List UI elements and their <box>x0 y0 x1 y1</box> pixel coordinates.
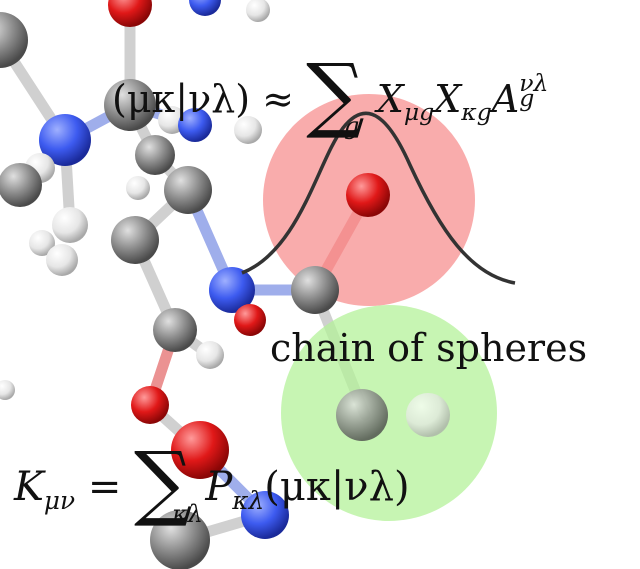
nitrogen-atom <box>241 491 289 539</box>
oxygen-atom <box>108 0 152 27</box>
nitrogen-atom <box>178 108 212 142</box>
carbon-atom <box>0 12 28 68</box>
term-symbol: X <box>434 77 462 121</box>
carbon-atom <box>150 510 210 569</box>
sphere-atoms <box>291 173 450 441</box>
term-symbol: X <box>376 77 404 121</box>
term-subscript: μg <box>403 98 435 127</box>
equation-bottom: Kμν = ∑ κλ Pκλ(μκ|νλ) <box>14 432 410 527</box>
hydrogen-atom <box>246 0 270 22</box>
oxygen-atom <box>131 386 169 424</box>
hydrogen-atom <box>52 207 88 243</box>
term-subscript: κg <box>461 98 492 127</box>
carbon-atom <box>0 163 42 207</box>
sum-symbol: ∑ <box>306 47 365 142</box>
carbon-atom <box>164 166 212 214</box>
hydrogen-atom <box>46 244 78 276</box>
carbon-atom <box>111 216 159 264</box>
hydrogen-atom <box>29 230 55 256</box>
carbon-atom <box>336 389 388 441</box>
lhs-subscript: μν <box>43 485 76 515</box>
carbon-atom <box>153 308 197 352</box>
caption-chain-of-spheres: chain of spheres <box>270 326 588 370</box>
nitrogen-atom <box>39 114 91 166</box>
term-superscript: νλ <box>519 68 549 97</box>
gaussian-curve <box>241 111 516 285</box>
oxygen-atom <box>234 304 266 336</box>
equation-top-lhs: (μκ|νλ) ≈ <box>112 77 295 121</box>
equals-sign: = <box>87 464 122 510</box>
hydrogen-atom <box>234 116 262 144</box>
hydrogen-atom <box>0 380 15 400</box>
carbon-atom <box>135 135 175 175</box>
sum-symbol: ∑ <box>134 435 193 530</box>
sum-index: κλ <box>172 500 203 528</box>
green-grid-sphere <box>281 305 497 521</box>
term-subscript: g <box>519 83 535 112</box>
carbon-atom <box>291 266 339 314</box>
hydrogen-atom <box>406 393 450 437</box>
oxygen-atom <box>346 173 390 217</box>
sum-index: g <box>344 112 360 140</box>
oxygen-atom <box>171 421 229 479</box>
equation-bottom-rhs: (μκ|νλ) <box>264 464 410 510</box>
hydrogen-atom <box>126 176 150 200</box>
lhs-symbol: K <box>14 464 44 510</box>
term-subscript: κλ <box>232 485 265 515</box>
term-symbol: P <box>205 464 233 510</box>
nitrogen-atom <box>209 267 255 313</box>
nitrogen-atom <box>189 0 221 16</box>
atoms <box>0 0 289 569</box>
carbon-atom <box>104 79 156 131</box>
term-symbol: A <box>491 77 520 121</box>
hydrogen-atom <box>196 341 224 369</box>
